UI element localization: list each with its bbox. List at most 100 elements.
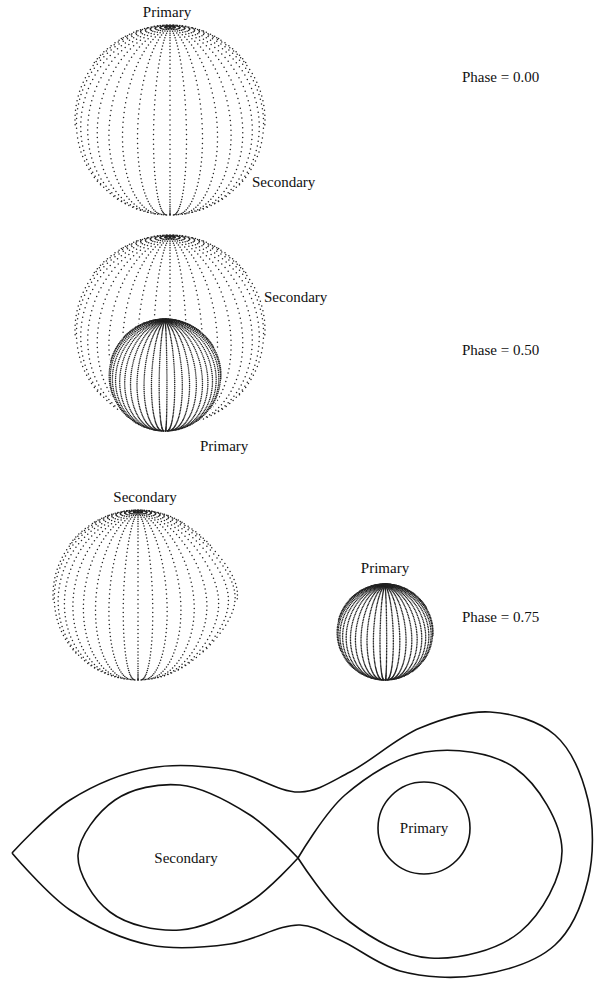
surface-dot — [250, 169, 252, 171]
surface-dot — [179, 32, 181, 34]
surface-dot — [262, 137, 264, 139]
surface-dot — [169, 262, 171, 264]
surface-dot — [128, 60, 130, 62]
surface-dot — [195, 247, 197, 249]
surface-dot — [200, 256, 202, 258]
surface-dot — [222, 86, 224, 88]
surface-dot — [148, 44, 150, 46]
surface-dot — [260, 147, 262, 149]
surface-dot — [202, 138, 204, 140]
surface-dot — [224, 301, 226, 303]
surface-dot — [249, 69, 251, 71]
surface-dot — [110, 403, 112, 405]
surface-dot — [94, 74, 96, 76]
surface-dot — [184, 241, 186, 243]
surface-dot — [169, 40, 171, 42]
surface-dot — [210, 33, 212, 35]
surface-dot — [83, 150, 85, 152]
surface-dot — [184, 183, 186, 185]
surface-dot — [81, 140, 83, 142]
surface-dot — [262, 347, 264, 349]
surface-dot — [187, 261, 189, 263]
surface-dot — [260, 301, 262, 303]
surface-dot — [251, 134, 253, 136]
surface-dot — [206, 74, 208, 76]
surface-dot — [229, 257, 231, 259]
surface-dot — [162, 240, 164, 242]
surface-dot — [174, 239, 176, 241]
surface-dot — [122, 332, 124, 334]
surface-dot — [209, 414, 211, 416]
surface-dot — [177, 45, 179, 47]
surface-dot — [87, 134, 89, 136]
surface-dot — [216, 146, 218, 148]
surface-dot — [169, 278, 171, 280]
surface-dot — [86, 369, 88, 371]
surface-dot — [254, 287, 256, 289]
surface-dot — [228, 184, 230, 186]
surface-dot — [199, 58, 201, 60]
surface-dot — [262, 100, 264, 102]
surface-dot — [253, 369, 255, 371]
surface-dot — [181, 29, 183, 31]
surface-dot — [193, 281, 195, 283]
surface-dot — [101, 98, 103, 100]
surface-dot — [155, 246, 157, 248]
surface-dot — [227, 105, 229, 107]
surface-dot — [212, 64, 214, 66]
surface-dot — [100, 370, 102, 372]
surface-dot — [258, 151, 260, 153]
surface-dot — [156, 80, 158, 82]
surface-dot — [219, 77, 221, 79]
surface-dot — [185, 171, 187, 173]
surface-dot — [136, 42, 138, 44]
surface-dot — [169, 305, 171, 307]
surface-dot — [108, 399, 110, 401]
surface-dot — [250, 110, 252, 112]
surface-dot — [183, 186, 185, 188]
surface-dot — [100, 66, 102, 68]
surface-dot — [242, 342, 244, 344]
surface-dot — [184, 213, 186, 215]
surface-dot — [205, 280, 207, 282]
surface-dot — [169, 204, 171, 206]
surface-dot — [192, 67, 194, 69]
surface-dot — [96, 132, 98, 134]
surface-dot — [237, 374, 239, 376]
surface-dot — [79, 91, 81, 93]
surface-dot — [131, 188, 133, 190]
surface-dot — [197, 264, 199, 266]
surface-dot — [263, 128, 265, 130]
surface-dot — [185, 243, 187, 245]
surface-dot — [87, 119, 89, 121]
surface-dot — [240, 107, 242, 109]
surface-dot — [224, 46, 226, 48]
surface-dot — [169, 49, 171, 51]
surface-dot — [198, 94, 200, 96]
surface-dot — [264, 334, 266, 336]
surface-dot — [263, 328, 265, 330]
surface-dot — [88, 169, 90, 171]
surface-dot — [241, 327, 243, 329]
surface-dot — [250, 320, 252, 322]
surface-dot — [214, 107, 216, 109]
surface-dot — [216, 155, 218, 157]
surface-dot — [125, 102, 127, 104]
surface-dot — [94, 177, 96, 179]
surface-dot — [243, 170, 245, 172]
surface-dot — [149, 203, 151, 205]
surface-dot — [118, 81, 120, 83]
surface-dot — [184, 45, 186, 47]
surface-dot — [215, 322, 217, 324]
surface-dot — [257, 321, 259, 323]
surface-dot — [98, 112, 100, 114]
surface-dot — [169, 32, 171, 34]
surface-dot — [128, 44, 130, 46]
surface-dot — [91, 157, 93, 159]
surface-dot — [214, 312, 216, 314]
surface-dot — [241, 291, 243, 293]
surface-dot — [247, 79, 249, 81]
surface-dot — [239, 55, 241, 57]
surface-dot — [147, 27, 149, 29]
surface-dot — [121, 269, 123, 271]
